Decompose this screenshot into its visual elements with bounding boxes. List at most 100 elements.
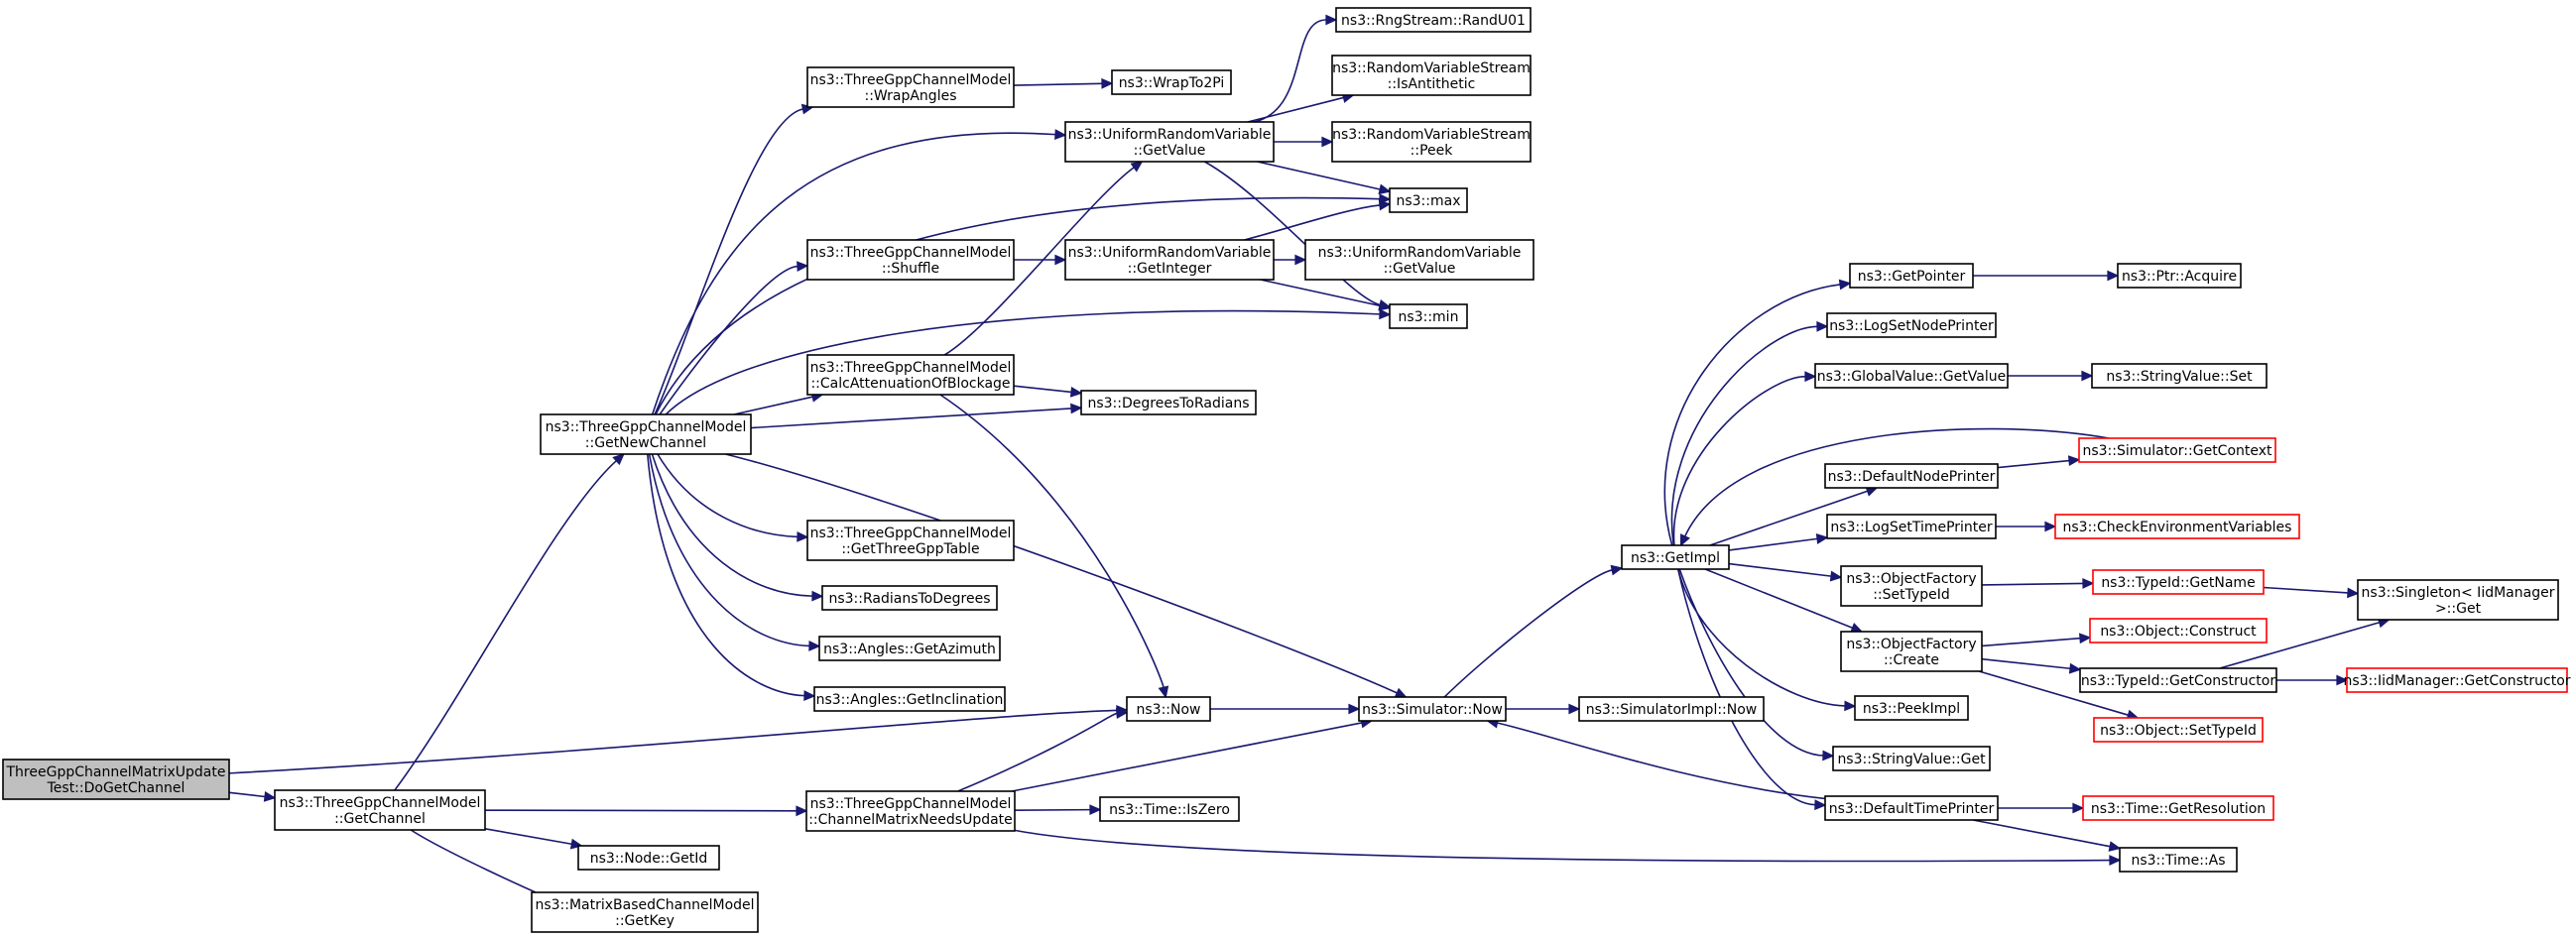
edge-urvGetInteger-to-max: [1244, 204, 1381, 241]
node-ptrAcquire[interactable]: ns3::Ptr::Acquire: [2117, 263, 2242, 289]
node-wrapAngles[interactable]: ns3::ThreeGppChannelModel::WrapAngles: [806, 66, 1015, 108]
node-logSetNodePrinter[interactable]: ns3::LogSetNodePrinter: [1826, 312, 1997, 338]
node-peekRvs[interactable]: ns3::RandomVariableStream::Peek: [1331, 121, 1532, 163]
node-label-line: ns3::DegreesToRadians: [1087, 396, 1249, 411]
node-box: [274, 789, 486, 831]
arrowhead-urvGetInteger-to-max: [1378, 199, 1392, 211]
node-stringValueSet[interactable]: ns3::StringValue::Set: [2091, 363, 2268, 389]
node-label-line: ns3::GetPointer: [1858, 269, 1966, 285]
node-typeIdGetName[interactable]: ns3::TypeId::GetName: [2092, 569, 2265, 595]
node-label-line: ns3::TypeId::GetConstructor: [2081, 673, 2275, 689]
arrowhead-objFactoryCreate-to-objectConstruct: [2079, 633, 2092, 644]
node-label-line: ns3::GlobalValue::GetValue: [1817, 369, 2006, 385]
node-min[interactable]: ns3::min: [1389, 303, 1468, 329]
node-getInclination[interactable]: ns3::Angles::GetInclination: [813, 686, 1006, 712]
edge-matrixNeedsUpdate-to-timeIsZero: [1014, 808, 1091, 811]
arrowhead-matrixNeedsUpdate-to-now: [1115, 708, 1129, 719]
node-deg2rad[interactable]: ns3::DegreesToRadians: [1080, 390, 1257, 415]
node-randU01[interactable]: ns3::RngStream::RandU01: [1335, 7, 1532, 33]
node-typeIdGetConstructor[interactable]: ns3::TypeId::GetConstructor: [2079, 667, 2277, 693]
arrowhead-getNewChannel-to-getThreeGppTable: [797, 530, 809, 542]
arrowhead-getChannel-to-getNewChannel: [612, 453, 625, 466]
node-defaultNodePrinter[interactable]: ns3::DefaultNodePrinter: [1824, 463, 1999, 489]
node-simGetContext[interactable]: ns3::Simulator::GetContext: [2078, 437, 2276, 463]
node-isAntithetic[interactable]: ns3::RandomVariableStream::IsAntithetic: [1331, 55, 1532, 96]
node-timeIsZero[interactable]: ns3::Time::IsZero: [1099, 796, 1240, 822]
node-label-line: ::Create: [1884, 652, 1939, 668]
node-box: [1826, 514, 1997, 539]
node-box: [1080, 390, 1257, 415]
node-timeAs[interactable]: ns3::Time::As: [2119, 847, 2238, 873]
edge-getChannel-to-getNewChannel: [394, 460, 617, 791]
node-box: [813, 686, 1006, 712]
node-getImpl[interactable]: ns3::GetImpl: [1621, 544, 1730, 570]
node-globalValueGetValue[interactable]: ns3::GlobalValue::GetValue: [1814, 363, 2009, 389]
node-label-line: ns3::ThreeGppChannelModel: [810, 360, 1012, 376]
node-label-line: ::Shuffle: [882, 261, 939, 277]
node-label-line: ns3::min: [1399, 309, 1459, 325]
node-getKey[interactable]: ns3::MatrixBasedChannelModel::GetKey: [531, 891, 759, 933]
node-rad2deg[interactable]: ns3::RadiansToDegrees: [821, 585, 998, 611]
node-objectConstruct[interactable]: ns3::Object::Construct: [2089, 618, 2268, 644]
node-getThreeGppTable[interactable]: ns3::ThreeGppChannelModel::GetThreeGppTa…: [806, 520, 1015, 561]
node-iidGetConstructor[interactable]: ns3::IidManager::GetConstructor: [2343, 667, 2571, 693]
node-label-line: ::GetNewChannel: [585, 435, 706, 451]
node-calcAtten[interactable]: ns3::ThreeGppChannelModel::CalcAttenuati…: [806, 354, 1015, 396]
node-urvGetInteger[interactable]: ns3::UniformRandomVariable::GetInteger: [1064, 239, 1275, 281]
node-singletonGet[interactable]: ns3::Singleton< IidManager >::Get: [2357, 579, 2559, 621]
edge-calcAtten-to-urvGetValue: [943, 167, 1135, 356]
node-simNow[interactable]: ns3::Simulator::Now: [1358, 696, 1507, 722]
arrowhead-getNewChannel-to-deg2rad: [1070, 403, 1083, 414]
arrowhead-matrixNeedsUpdate-to-timeIsZero: [1089, 804, 1102, 816]
node-getPointer[interactable]: ns3::GetPointer: [1849, 263, 1974, 289]
node-label-line: ns3::DefaultNodePrinter: [1828, 469, 1996, 485]
node-objFactorySetTypeId[interactable]: ns3::ObjectFactory::SetTypeId: [1840, 565, 1983, 607]
node-peekImpl[interactable]: ns3::PeekImpl: [1854, 695, 1969, 721]
edge-defaultTimePrinter-to-simNow: [1497, 722, 1826, 800]
node-label-line: >::Get: [2435, 601, 2482, 617]
node-label-line: ns3::Time::As: [2131, 853, 2225, 869]
node-timeGetResolution[interactable]: ns3::Time::GetResolution: [2082, 795, 2274, 821]
node-urvGetValue[interactable]: ns3::UniformRandomVariable::GetValue: [1064, 121, 1275, 163]
edge-wrapAngles-to-wrapTo2Pi: [1013, 82, 1103, 86]
node-box: [1358, 696, 1507, 722]
arrowhead-getImpl-to-peekImpl: [1844, 700, 1857, 712]
node-label-line: ns3::RngStream::RandU01: [1341, 13, 1526, 29]
node-wrapTo2Pi[interactable]: ns3::WrapTo2Pi: [1111, 69, 1232, 95]
edge-getNewChannel-to-urvGetValue: [651, 132, 1056, 415]
node-box: [2091, 363, 2268, 389]
node-matrixNeedsUpdate[interactable]: ns3::ThreeGppChannelModel::ChannelMatrix…: [805, 790, 1016, 832]
node-getNewChannel[interactable]: ns3::ThreeGppChannelModel::GetNewChannel: [540, 413, 752, 455]
arrowhead-defaultTimePrinter-to-timeAs: [2108, 841, 2122, 852]
node-logSetTimePrinter[interactable]: ns3::LogSetTimePrinter: [1826, 514, 1997, 539]
node-nodeGetId[interactable]: ns3::Node::GetId: [577, 845, 720, 871]
node-getAzimuth[interactable]: ns3::Angles::GetAzimuth: [818, 636, 1001, 661]
node-simImplNow[interactable]: ns3::SimulatorImpl::Now: [1578, 696, 1765, 722]
node-box: [1064, 121, 1275, 163]
node-defaultTimePrinter[interactable]: ns3::DefaultTimePrinter: [1824, 795, 1999, 821]
node-objectSetTypeId[interactable]: ns3::Object::SetTypeId: [2093, 717, 2264, 743]
node-checkEnvVars[interactable]: ns3::CheckEnvironmentVariables: [2054, 514, 2300, 539]
node-max[interactable]: ns3::max: [1389, 187, 1468, 213]
node-stringValueGet[interactable]: ns3::StringValue::Get: [1832, 746, 1991, 771]
node-box: [1832, 746, 1991, 771]
node-root[interactable]: ThreeGppChannelMatrixUpdateTest::DoGetCh…: [2, 759, 230, 800]
node-now[interactable]: ns3::Now: [1126, 696, 1211, 722]
arrowhead-simNow-to-simImplNow: [1568, 703, 1581, 715]
node-box: [1840, 631, 1983, 672]
node-box: [806, 520, 1015, 561]
edge-getImpl-to-peekImpl: [1677, 568, 1846, 707]
edge-objFactorySetTypeId-to-typeIdGetName: [1981, 582, 2084, 586]
node-objFactoryCreate[interactable]: ns3::ObjectFactory::Create: [1840, 631, 1983, 672]
node-urvGetValue2[interactable]: ns3::UniformRandomVariable::GetValue: [1304, 239, 1534, 281]
node-label-line: ns3::LogSetTimePrinter: [1830, 520, 1993, 535]
edge-getImpl-to-stringValueGet: [1678, 568, 1824, 757]
edge-calcAtten-to-now: [939, 394, 1165, 688]
edge-getNewChannel-to-min: [665, 309, 1381, 415]
node-label-line: ns3::RandomVariableStream: [1332, 60, 1531, 76]
node-label-line: ns3::LogSetNodePrinter: [1829, 318, 1994, 334]
node-shuffle[interactable]: ns3::ThreeGppChannelModel::Shuffle: [806, 239, 1015, 281]
node-getChannel[interactable]: ns3::ThreeGppChannelModel::GetChannel: [274, 789, 486, 831]
edge-typeIdGetName-to-singletonGet: [2263, 586, 2349, 594]
